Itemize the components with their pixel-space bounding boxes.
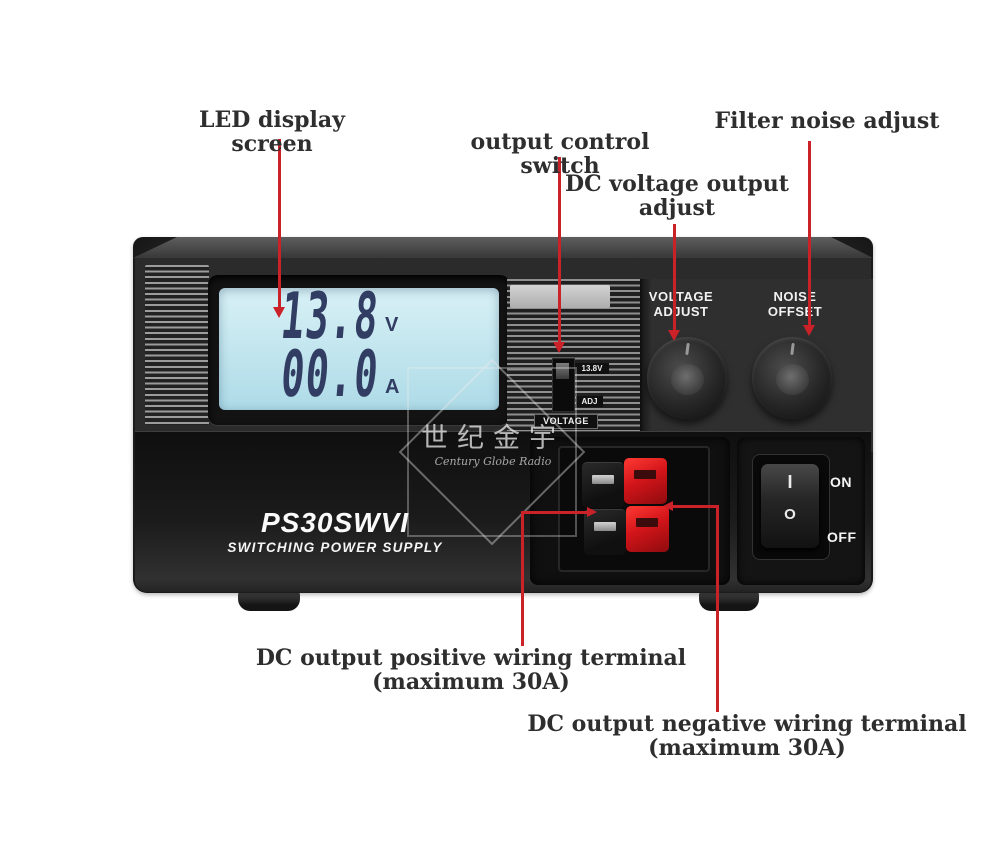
switch-position-label-adj: ADJ	[576, 396, 603, 407]
knob-hub	[776, 364, 809, 395]
noise-offset-label-line2: OFFSET	[767, 303, 823, 319]
knob-indicator-notch	[685, 342, 690, 356]
power-off-symbol: O	[784, 506, 796, 523]
front-lower-panel: PS30SWVI SWITCHING POWER SUPPLY	[135, 431, 871, 592]
power-on-label: ON	[830, 474, 852, 490]
current-readout: 00.0	[278, 338, 382, 412]
power-switch-recess: I O ON OFF	[737, 437, 865, 585]
voltage-adjust-label-line2: ADJUST	[653, 303, 709, 319]
model-tagline: SWITCHING POWER SUPPLY	[227, 540, 443, 555]
dc-positive-terminal-upper[interactable]	[582, 462, 624, 508]
terminal-recess	[530, 437, 730, 585]
dc-negative-terminal-upper[interactable]	[624, 458, 667, 504]
label-negative-line1: DC output negative wiring terminal	[527, 711, 967, 737]
slide-switch-knob[interactable]	[556, 363, 569, 379]
led-display-screen: 13.8 V 00.0 A	[219, 280, 499, 412]
dc-negative-terminal-lower[interactable]	[626, 506, 669, 552]
switch-position-label-13-8v: 13.8V	[575, 363, 609, 374]
label-positive-terminal: DC output positive wiring terminal (maxi…	[245, 646, 697, 694]
label-negative-terminal: DC output negative wiring terminal (maxi…	[520, 712, 974, 760]
label-dc-voltage-line2: adjust	[638, 195, 716, 221]
terminal-contact	[594, 522, 616, 531]
label-dc-voltage-output-adjust: DC voltage output adjust	[563, 172, 791, 220]
noise-offset-label-line1: NOISE	[773, 289, 817, 304]
leader-line-filter-noise	[808, 141, 811, 327]
leader-arrow-dc-voltage	[668, 330, 680, 341]
voltage-unit: V	[385, 314, 399, 336]
noise-offset-knob[interactable]	[752, 337, 832, 419]
power-supply-unit: 13.8 V 00.0 A 13.8V ADJ VOLTAGE VOLTAGE …	[133, 237, 873, 593]
power-rocker-switch[interactable]: I O	[761, 464, 819, 548]
label-positive-line1: DC output positive wiring terminal	[255, 645, 687, 671]
output-control-switch[interactable]	[552, 358, 575, 412]
voltage-adjust-knob[interactable]	[647, 337, 727, 419]
leader-arrow-negative	[663, 501, 673, 511]
model-name: PS30SWVI	[260, 507, 410, 538]
leader-arrow-positive	[587, 507, 597, 517]
leader-line-negative-v	[716, 505, 719, 712]
label-dc-voltage-line1: DC voltage output	[565, 171, 789, 197]
device-top-face	[133, 237, 873, 258]
current-unit: A	[385, 376, 400, 398]
knob-hub	[671, 364, 704, 395]
device-foot-left	[238, 591, 300, 611]
voltage-adjust-label: VOLTAGE ADJUST	[633, 289, 729, 319]
leader-line-led	[278, 139, 281, 309]
leader-line-positive-v	[521, 511, 524, 646]
device-foot-right	[699, 591, 759, 611]
leader-line-output-control	[558, 157, 561, 344]
leader-line-positive-h	[521, 511, 587, 514]
voltage-adjust-label-line1: VOLTAGE	[648, 289, 714, 304]
power-switch-bezel: I O	[752, 454, 830, 560]
leader-arrow-filter-noise	[803, 325, 815, 336]
label-negative-line2: (maximum 30A)	[648, 735, 846, 761]
noise-offset-label: NOISE OFFSET	[747, 289, 843, 319]
leader-line-dc-voltage	[673, 224, 676, 332]
label-output-control-switch: output control switch	[470, 129, 650, 179]
power-on-symbol: I	[787, 472, 793, 492]
terminal-contact	[636, 518, 658, 527]
terminal-contact	[634, 470, 656, 479]
knob-indicator-notch	[790, 342, 795, 356]
label-positive-line2: (maximum 30A)	[372, 669, 570, 695]
terminal-contact	[592, 475, 614, 484]
leader-arrow-led	[273, 307, 285, 318]
leader-line-negative-h	[673, 505, 719, 508]
label-filter-noise-adjust: Filter noise adjust	[714, 108, 940, 134]
switch-group-label-voltage: VOLTAGE	[534, 414, 598, 429]
leader-arrow-output-control	[553, 342, 565, 353]
label-led-display-screen: LED display screen	[199, 107, 345, 157]
front-upper-panel: 13.8 V 00.0 A 13.8V ADJ VOLTAGE VOLTAGE …	[135, 258, 873, 452]
display-bezel: 13.8 V 00.0 A	[208, 275, 510, 425]
power-off-label: OFF	[827, 529, 857, 545]
vent-slats-left	[145, 265, 209, 425]
